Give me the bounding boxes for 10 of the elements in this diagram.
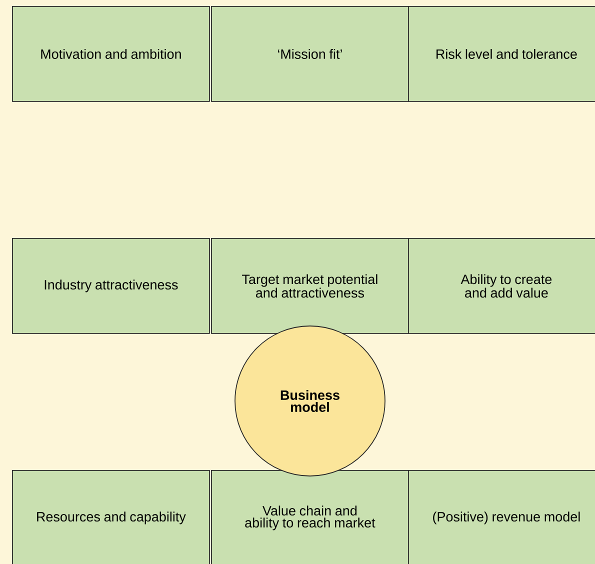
text-box: Resources and capability: [12, 470, 210, 564]
text-box: ‘Mission fit’: [211, 6, 409, 102]
text-box: Ability to create and add value: [408, 238, 595, 334]
text-box: Motivation and ambition: [12, 6, 210, 102]
text-box: (Positive) revenue model: [408, 470, 595, 564]
text-box: Risk level and tolerance: [408, 6, 595, 102]
node-label: Value chain and ability to reach market: [245, 506, 376, 530]
text-box: Target market potential and attractiveness: [211, 238, 409, 334]
text-box: Value chain and ability to reach market: [211, 470, 409, 564]
text-box: Industry attractiveness: [12, 238, 210, 334]
